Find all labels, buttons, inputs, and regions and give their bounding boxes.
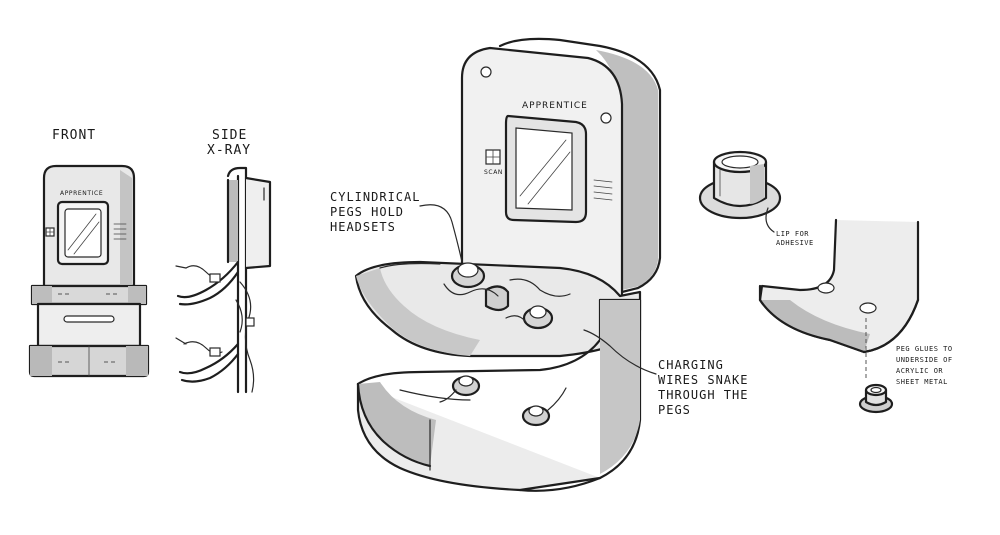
front-view-title: FRONT bbox=[52, 128, 96, 143]
callout-glue-line4: SHEET METAL bbox=[896, 378, 948, 386]
callout-glue-line1: PEG GLUES TO bbox=[896, 345, 953, 353]
front-brand: APPRENTICE bbox=[60, 190, 103, 197]
front-view: FRONT APPRENTICE bbox=[28, 128, 150, 378]
side-xray-view: SIDE X-RAY bbox=[175, 128, 272, 394]
side-view-title-line2: X-RAY bbox=[207, 143, 251, 158]
callout-wires-line1: CHARGING bbox=[658, 358, 724, 372]
callout-wires-line3: THROUGH THE bbox=[658, 388, 748, 402]
callout-glue-line3: ACRYLIC OR bbox=[896, 367, 943, 375]
callout-lip-line1: LIP FOR bbox=[776, 230, 809, 238]
callout-glue-line2: UNDERSIDE OF bbox=[896, 356, 953, 364]
callout-lip-leader bbox=[765, 207, 775, 233]
callout-lip-line2: ADHESIVE bbox=[776, 239, 814, 247]
callout-wires-line4: PEGS bbox=[658, 403, 691, 417]
callout-wires-leader bbox=[583, 329, 657, 375]
callout-pegs-line3: HEADSETS bbox=[330, 220, 396, 234]
scan-label: SCAN bbox=[484, 169, 503, 176]
callout-pegs-line2: PEGS HOLD bbox=[330, 205, 404, 219]
callout-pegs-line1: CYLINDRICAL bbox=[330, 190, 420, 204]
side-view-title-line1: SIDE bbox=[212, 128, 247, 143]
upper-pegs bbox=[443, 262, 571, 330]
tray-detail: PEG GLUES TO UNDERSIDE OF ACRYLIC OR SHE… bbox=[758, 218, 953, 414]
lower-pegs bbox=[439, 375, 567, 427]
callout-pegs-leader bbox=[419, 204, 463, 263]
main-brand: APPRENTICE bbox=[522, 101, 588, 111]
peg-detail: LIP FOR ADHESIVE bbox=[698, 150, 814, 247]
main-isometric-view: APPRENTICE SCAN bbox=[330, 37, 748, 492]
callout-wires-line2: WIRES SNAKE bbox=[658, 373, 748, 387]
